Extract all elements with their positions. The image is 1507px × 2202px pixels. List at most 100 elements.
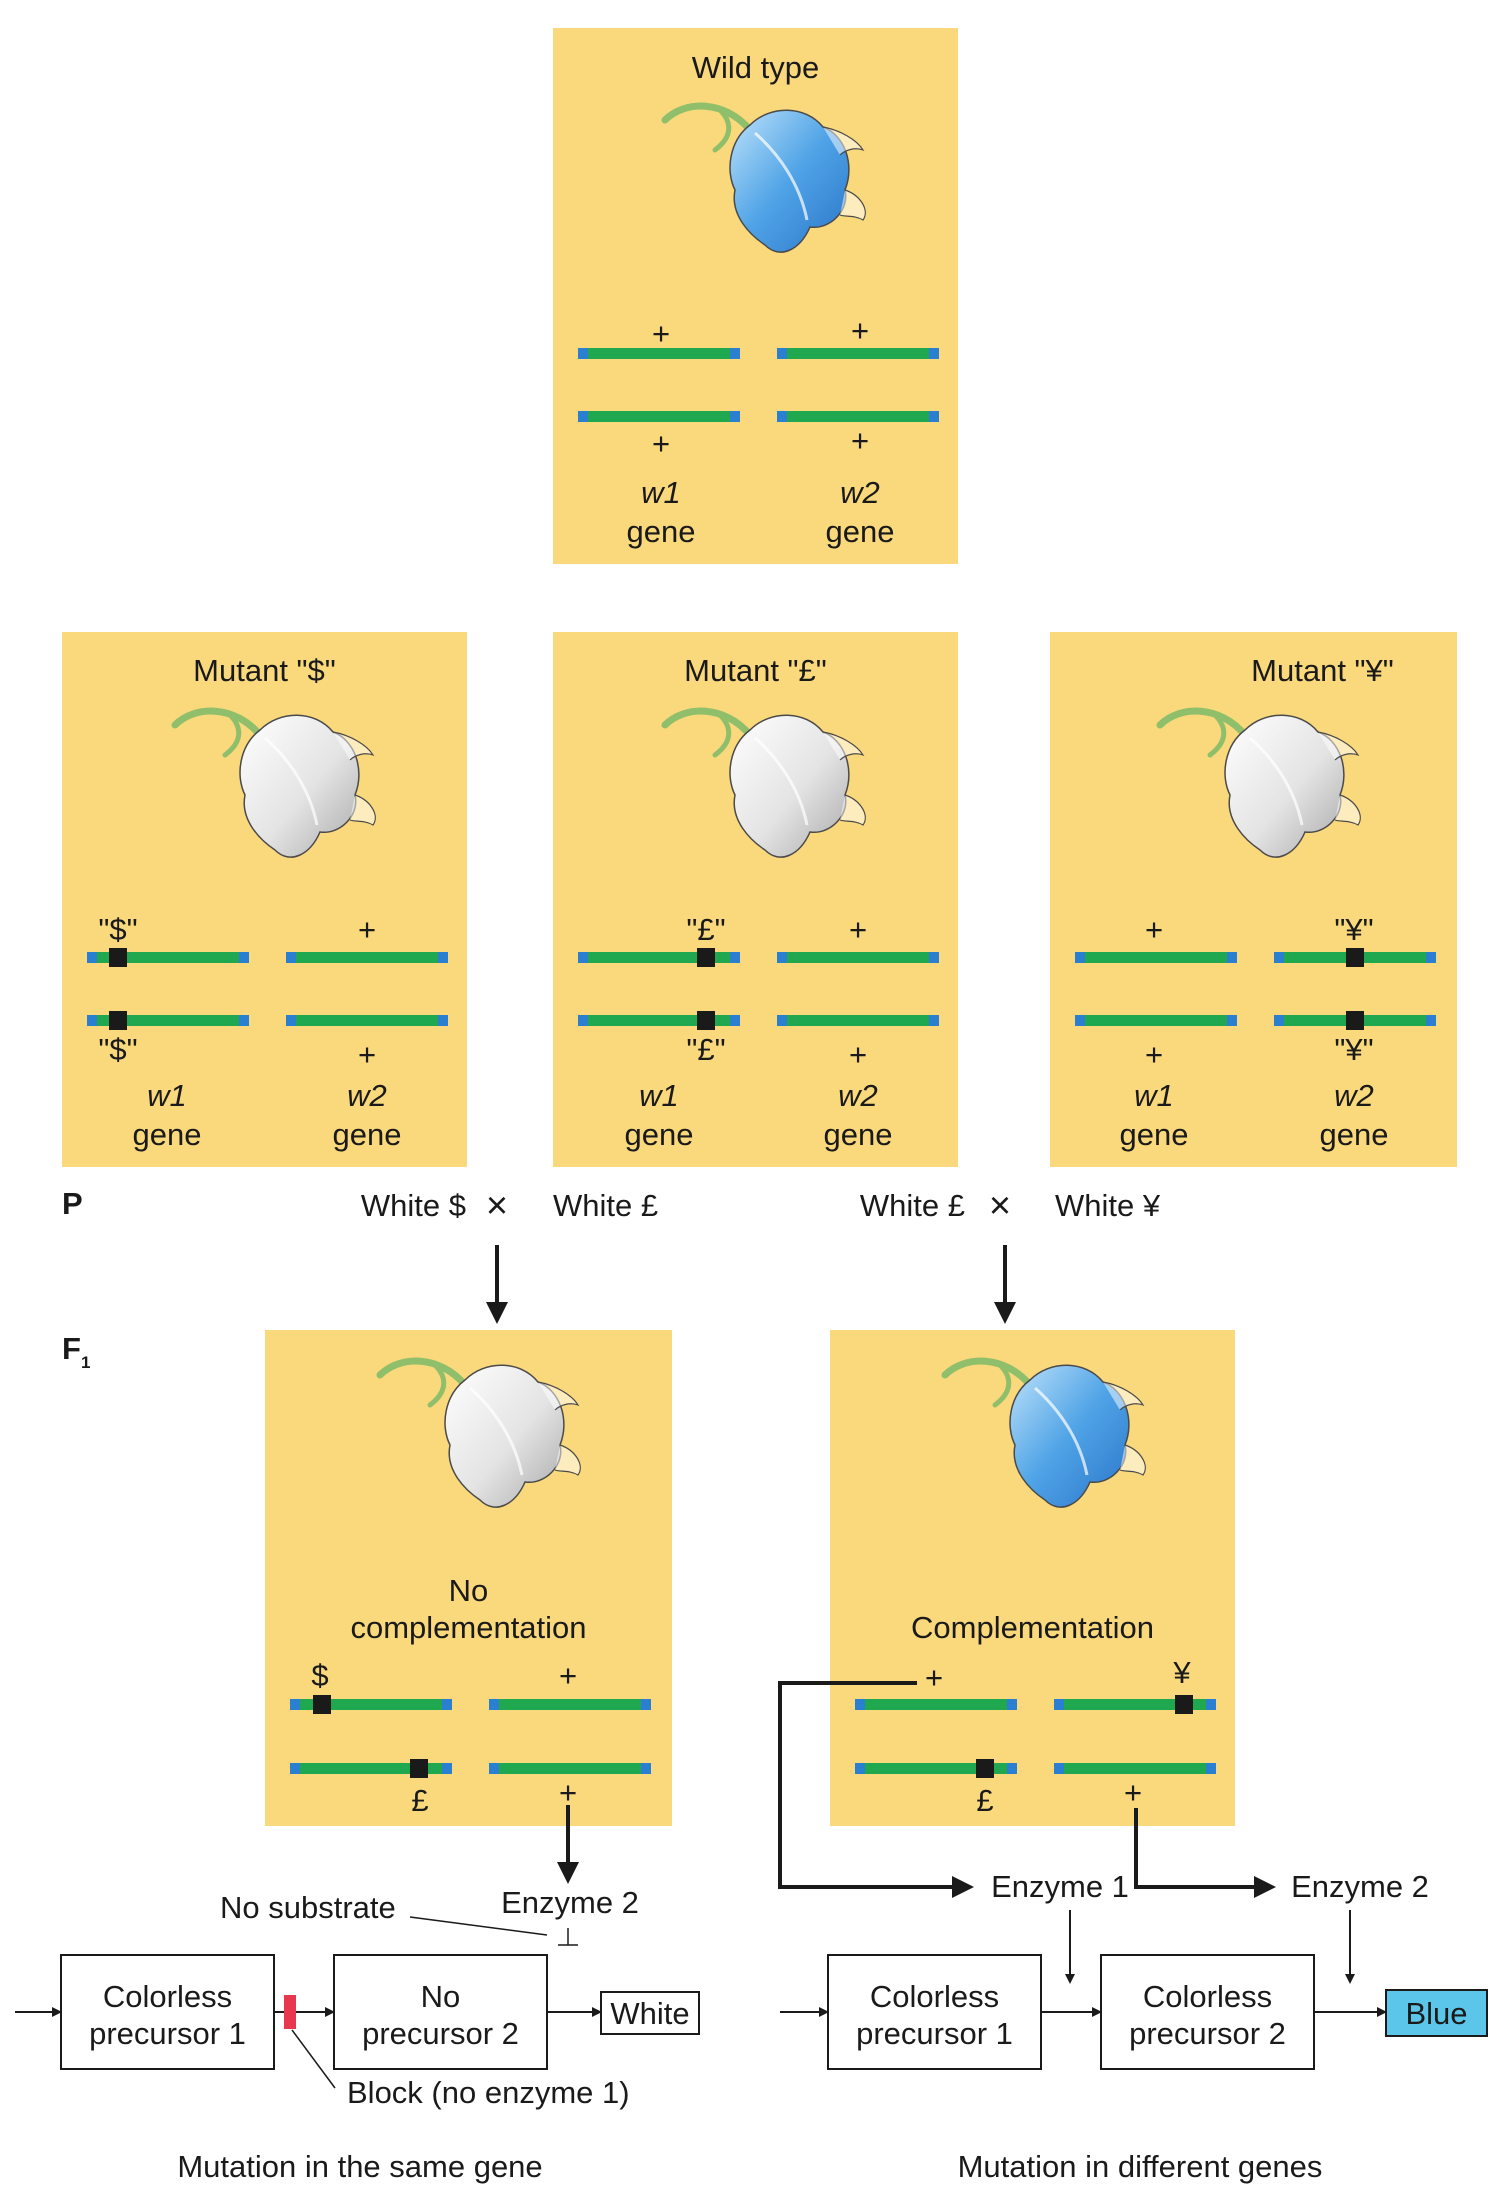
- wt-w1-gene: gene: [626, 514, 696, 549]
- my-w2-bottom-chromosome: [1274, 1011, 1436, 1030]
- cross-right-parent-a: White £: [859, 1188, 965, 1223]
- w1-to-enzyme1-arrow: [778, 1681, 974, 1898]
- mutation-site-mark: [697, 948, 715, 967]
- mutant-pound-flower: [665, 711, 865, 857]
- wt-w1-name: w1: [641, 475, 681, 510]
- mutation-site-mark: [976, 1759, 994, 1778]
- mp-w2-top-chromosome: [777, 952, 939, 963]
- right-enzyme1-label: Enzyme 1: [991, 1869, 1129, 1904]
- mp-w2-gene: gene: [823, 1117, 893, 1152]
- my-w2-name: w2: [1334, 1078, 1374, 1113]
- w2-to-enzyme2-arrow: [1134, 1808, 1276, 1898]
- left-precursor-2-box: [333, 1954, 548, 2070]
- left-box2-line1: No: [420, 1979, 461, 2014]
- my-w2-bottom-allele: "¥": [1334, 1032, 1374, 1067]
- right-box2-line1: Colorless: [1142, 1979, 1273, 2014]
- f1-generation-label: F1: [62, 1333, 90, 1371]
- mutant-dollar-panel: [62, 632, 467, 1167]
- wt-w2-top-allele: +: [850, 313, 870, 348]
- wt-w2-bottom-chromosome: [777, 411, 939, 422]
- mp-w1-gene: gene: [624, 1117, 694, 1152]
- left-caption: Mutation in the same gene: [177, 2149, 543, 2184]
- my-w1-name: w1: [1134, 1078, 1174, 1113]
- mutant-dollar-flower: [175, 711, 375, 857]
- md-w1-top-chromosome: [87, 948, 249, 967]
- f1l-w1-top-chromosome: [290, 1695, 452, 1714]
- wt-w1-bottom-chromosome: [578, 411, 740, 422]
- f1-left-flower: [380, 1361, 580, 1507]
- f1-right-flower: [945, 1361, 1145, 1507]
- f1r-w2-top-allele: ¥: [1173, 1655, 1191, 1690]
- cross-right-parent-b: White ¥: [1055, 1188, 1161, 1223]
- left-box1-line2: precursor 1: [89, 2016, 246, 2051]
- md-w2-name: w2: [347, 1078, 387, 1113]
- mp-w1-top-chromosome: [578, 948, 740, 967]
- md-w2-bottom-allele: +: [357, 1037, 377, 1072]
- wt-w2-gene: gene: [825, 514, 895, 549]
- mp-w1-bottom-allele: "£": [686, 1032, 726, 1067]
- mutant-pound-panel: [553, 632, 958, 1167]
- p-generation-label: P: [62, 1186, 83, 1221]
- mutation-site-mark: [109, 948, 127, 967]
- my-w2-top-chromosome: [1274, 948, 1436, 967]
- f1r-w1-top-allele: +: [924, 1660, 944, 1695]
- my-w1-top-chromosome: [1075, 952, 1237, 963]
- wt-w1-top-allele: +: [651, 316, 671, 351]
- right-box1-line1: Colorless: [869, 1979, 1000, 2014]
- f1r-w1-bottom-chromosome: [855, 1759, 1017, 1778]
- my-w1-gene: gene: [1119, 1117, 1189, 1152]
- left-box1-line1: Colorless: [102, 1979, 233, 2014]
- f1l-w1-bottom-chromosome: [290, 1759, 452, 1778]
- left-result-label: White: [610, 1996, 690, 2031]
- mp-w2-name: w2: [838, 1078, 878, 1113]
- f1l-w2-top-allele: +: [558, 1658, 578, 1693]
- md-w2-top-allele: +: [357, 912, 377, 947]
- f1r-w2-bottom-allele: +: [1123, 1775, 1143, 1810]
- block-label: Block (no enzyme 1): [347, 2075, 630, 2110]
- wt-w2-bottom-allele: +: [850, 423, 870, 458]
- md-w1-top-allele: "$": [98, 912, 138, 947]
- left-enzyme2-label: Enzyme 2: [501, 1885, 639, 1920]
- cross-left-parent-b: White £: [553, 1188, 659, 1223]
- f1-left-label-line2: complementation: [350, 1610, 587, 1645]
- mutation-site-mark: [313, 1695, 331, 1714]
- wt-w1-bottom-allele: +: [651, 426, 671, 461]
- md-w1-bottom-allele: "$": [98, 1032, 138, 1067]
- right-enzyme2-label: Enzyme 2: [1291, 1869, 1429, 1904]
- right-result-label: Blue: [1405, 1996, 1468, 2031]
- mutant-pound-title: Mutant "£": [684, 653, 827, 688]
- md-w2-gene: gene: [332, 1117, 402, 1152]
- wt-w2-name: w2: [840, 475, 880, 510]
- mutant-yen-panel: [1050, 632, 1457, 1167]
- mutation-site-mark: [697, 1011, 715, 1030]
- f1l-w2-top-chromosome: [489, 1699, 651, 1710]
- block-leader: [291, 2029, 336, 2089]
- f1r-w2-bottom-chromosome: [1054, 1763, 1216, 1774]
- right-result-box: [1385, 1989, 1488, 2037]
- chromosomes-group: [87, 348, 1436, 1778]
- mp-w2-bottom-allele: +: [848, 1037, 868, 1072]
- md-w2-bottom-chromosome: [286, 1015, 448, 1026]
- right-box2-line2: precursor 2: [1129, 2016, 1286, 2051]
- f1-subscript: 1: [80, 1353, 91, 1372]
- my-w1-bottom-allele: +: [1144, 1037, 1164, 1072]
- wt-w2-top-chromosome: [777, 348, 939, 359]
- my-w1-bottom-chromosome: [1075, 1015, 1237, 1026]
- f1r-w1-top-chromosome: [855, 1699, 1017, 1710]
- mp-w2-top-allele: +: [848, 912, 868, 947]
- mutation-site-mark: [1346, 1011, 1364, 1030]
- my-w2-gene: gene: [1319, 1117, 1389, 1152]
- f1r-w1-bottom-allele: £: [976, 1783, 994, 1818]
- md-w1-gene: gene: [132, 1117, 202, 1152]
- mutant-dollar-title: Mutant "$": [193, 653, 336, 688]
- f1-left-label-line1: No: [448, 1573, 489, 1608]
- right-precursor-2-box: [1100, 1954, 1315, 2070]
- md-w1-name: w1: [147, 1078, 187, 1113]
- no-substrate-leader: [409, 1916, 548, 1936]
- cross-left-parent-a: White $: [360, 1188, 466, 1223]
- mutant-yen-title: Mutant "¥": [1251, 653, 1394, 688]
- f1-right-label: Complementation: [911, 1610, 1154, 1645]
- mp-w2-bottom-chromosome: [777, 1015, 939, 1026]
- mutation-site-mark: [1175, 1695, 1193, 1714]
